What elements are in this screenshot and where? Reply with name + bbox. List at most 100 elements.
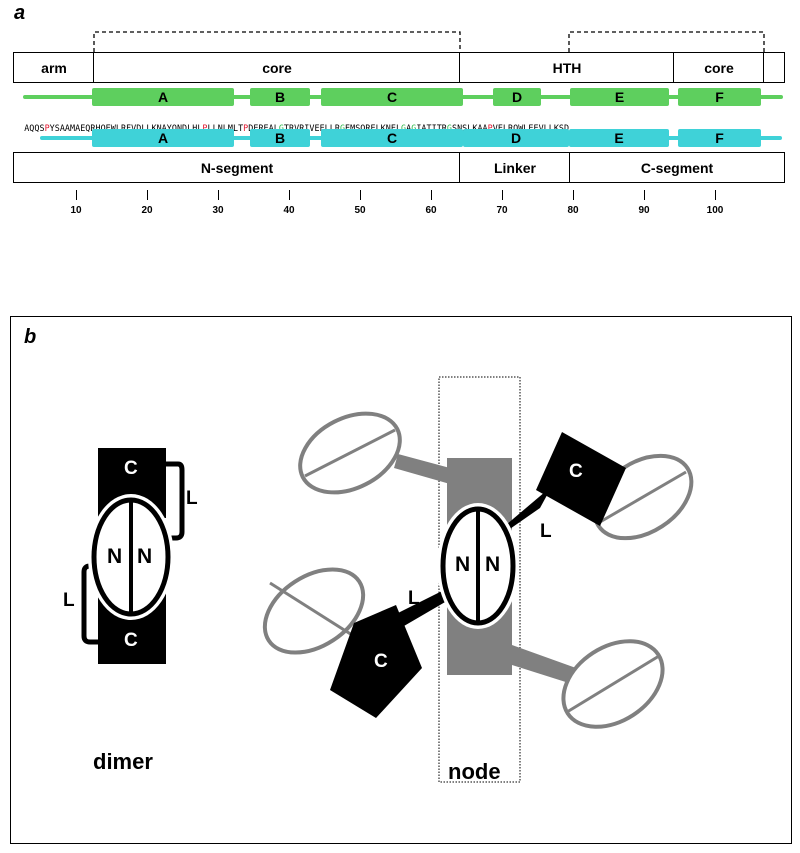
helix-bottom-e: E bbox=[569, 129, 669, 147]
seq-seg-15: G bbox=[446, 123, 452, 133]
seq-seg-9: G bbox=[339, 123, 346, 133]
dimer-diagram bbox=[81, 448, 185, 664]
seq-seg-16: SNSLKAA bbox=[451, 123, 488, 133]
helix-top-e: E bbox=[570, 88, 669, 106]
dimer-c-top-label: C bbox=[124, 458, 138, 479]
helix-top-b-label: B bbox=[274, 89, 286, 105]
node-connector-upper-left bbox=[394, 454, 450, 484]
seq-seg-14: IATITR bbox=[416, 123, 447, 133]
dashed-bracket-core bbox=[93, 31, 461, 52]
tick-label-50: 50 bbox=[354, 205, 366, 216]
tick-label-30: 30 bbox=[212, 205, 224, 216]
sequence-line: AQQSPYSAAMAEQRHQEWLRFVDLLKNAYQNDLHLPLLNL… bbox=[14, 113, 569, 133]
node-partner-ellipse-lower-right bbox=[561, 639, 665, 729]
helix-top-a-label: A bbox=[157, 89, 169, 105]
helix-top-d-label: D bbox=[511, 89, 523, 105]
tick-label-100: 100 bbox=[706, 205, 724, 216]
hth-dashed-brackets bbox=[93, 31, 765, 52]
node-linker-left bbox=[396, 588, 452, 626]
helix-bottom-d-label: D bbox=[510, 130, 522, 146]
helix-bottom-b: B bbox=[250, 129, 310, 147]
segment-n: N-segment bbox=[13, 152, 461, 183]
node-partner-ellipse-upper-left bbox=[298, 411, 402, 495]
helix-bottom-f: F bbox=[678, 129, 761, 147]
seq-seg-7: G bbox=[278, 123, 284, 133]
node-c-left-label: C bbox=[374, 651, 388, 672]
domain-hth-label: HTH bbox=[552, 59, 582, 76]
helix-bottom-f-label: F bbox=[715, 130, 724, 146]
seq-seg-13: G bbox=[411, 123, 417, 133]
node-connector-lower-right bbox=[512, 645, 576, 684]
dimer-l-right-label: L bbox=[186, 488, 198, 509]
tick-label-10: 10 bbox=[70, 205, 82, 216]
segment-c: C-segment bbox=[569, 152, 785, 183]
domain-arm-label: arm bbox=[41, 59, 67, 76]
dashed-bracket-hth bbox=[568, 31, 765, 52]
seq-seg-18: VELRQWLEEVLLKSD bbox=[492, 123, 570, 133]
tick-mark-50 bbox=[360, 190, 361, 200]
node-partner-ellipse-lower-left bbox=[262, 567, 366, 655]
dimer-linker-right bbox=[160, 461, 185, 541]
helix-bottom-a: A bbox=[92, 129, 234, 147]
helix-top-e-label: E bbox=[614, 89, 625, 105]
seq-seg-4: LLNLMLT bbox=[207, 123, 244, 133]
seq-seg-3: P bbox=[202, 123, 208, 133]
helix-bottom-e-label: E bbox=[614, 130, 624, 146]
tick-mark-20 bbox=[147, 190, 148, 200]
seq-seg-11: G bbox=[401, 123, 407, 133]
seq-seg-12: A bbox=[406, 123, 412, 133]
helix-top-c: C bbox=[321, 88, 463, 106]
node-diagram bbox=[262, 376, 694, 783]
segment-linker-label: Linker bbox=[493, 159, 536, 176]
helix-top-d: D bbox=[493, 88, 541, 106]
segment-n-label: N-segment bbox=[200, 159, 274, 176]
tick-label-60: 60 bbox=[425, 205, 437, 216]
node-caption: node bbox=[448, 759, 501, 784]
tick-mark-100 bbox=[715, 190, 716, 200]
tick-mark-10 bbox=[76, 190, 77, 200]
domain-core-n-label: core bbox=[262, 59, 292, 76]
panel-a-label: a bbox=[14, 2, 26, 24]
helix-bottom-c: C bbox=[321, 129, 463, 147]
domain-tail bbox=[763, 52, 785, 83]
seq-seg-8: TRVRIVEELLR bbox=[283, 123, 340, 133]
helix-top-c-label: C bbox=[386, 89, 398, 105]
node-l-right-label: L bbox=[540, 521, 552, 542]
helix-bottom-a-label: A bbox=[157, 130, 169, 146]
node-n-right-label: N bbox=[485, 553, 501, 576]
helix-bottom-d: D bbox=[463, 129, 569, 147]
tick-label-20: 20 bbox=[141, 205, 153, 216]
helix-bottom-c-label: C bbox=[386, 130, 398, 146]
tick-mark-30 bbox=[218, 190, 219, 200]
seq-seg-10: EMSQRELKNEL bbox=[345, 123, 402, 133]
dimer-caption: dimer bbox=[93, 749, 153, 774]
tick-mark-90 bbox=[644, 190, 645, 200]
domain-core-c: core bbox=[673, 52, 765, 83]
helix-top-b: B bbox=[250, 88, 310, 106]
node-c-block-left bbox=[330, 605, 422, 718]
tick-label-90: 90 bbox=[638, 205, 650, 216]
seq-seg-5: P bbox=[243, 123, 249, 133]
segment-linker: Linker bbox=[459, 152, 571, 183]
seq-seg-0: AQQS bbox=[24, 123, 45, 133]
dimer-n-right-label: N bbox=[137, 545, 153, 568]
node-c-right-label: C bbox=[569, 461, 583, 482]
seq-seg-17: P bbox=[487, 123, 493, 133]
tick-mark-80 bbox=[573, 190, 574, 200]
seq-seg-2: YSAAMAEQRHQEWLRFVDLLKNAYQNDLHL bbox=[49, 123, 203, 133]
dimer-n-left-label: N bbox=[107, 545, 123, 568]
seq-seg-1: P bbox=[44, 123, 50, 133]
node-n-left-label: N bbox=[455, 553, 471, 576]
helix-top-a: A bbox=[92, 88, 234, 106]
panel-b-label: b bbox=[24, 326, 37, 348]
helix-bottom-b-label: B bbox=[274, 130, 286, 146]
tick-mark-60 bbox=[431, 190, 432, 200]
segment-c-label: C-segment bbox=[640, 159, 714, 176]
tick-mark-70 bbox=[502, 190, 503, 200]
node-l-left-label: L bbox=[408, 588, 420, 609]
tick-label-80: 80 bbox=[567, 205, 579, 216]
seq-seg-6: DEREAL bbox=[248, 123, 279, 133]
helix-top-f-label: F bbox=[715, 89, 724, 105]
domain-core-c-label: core bbox=[704, 59, 734, 76]
